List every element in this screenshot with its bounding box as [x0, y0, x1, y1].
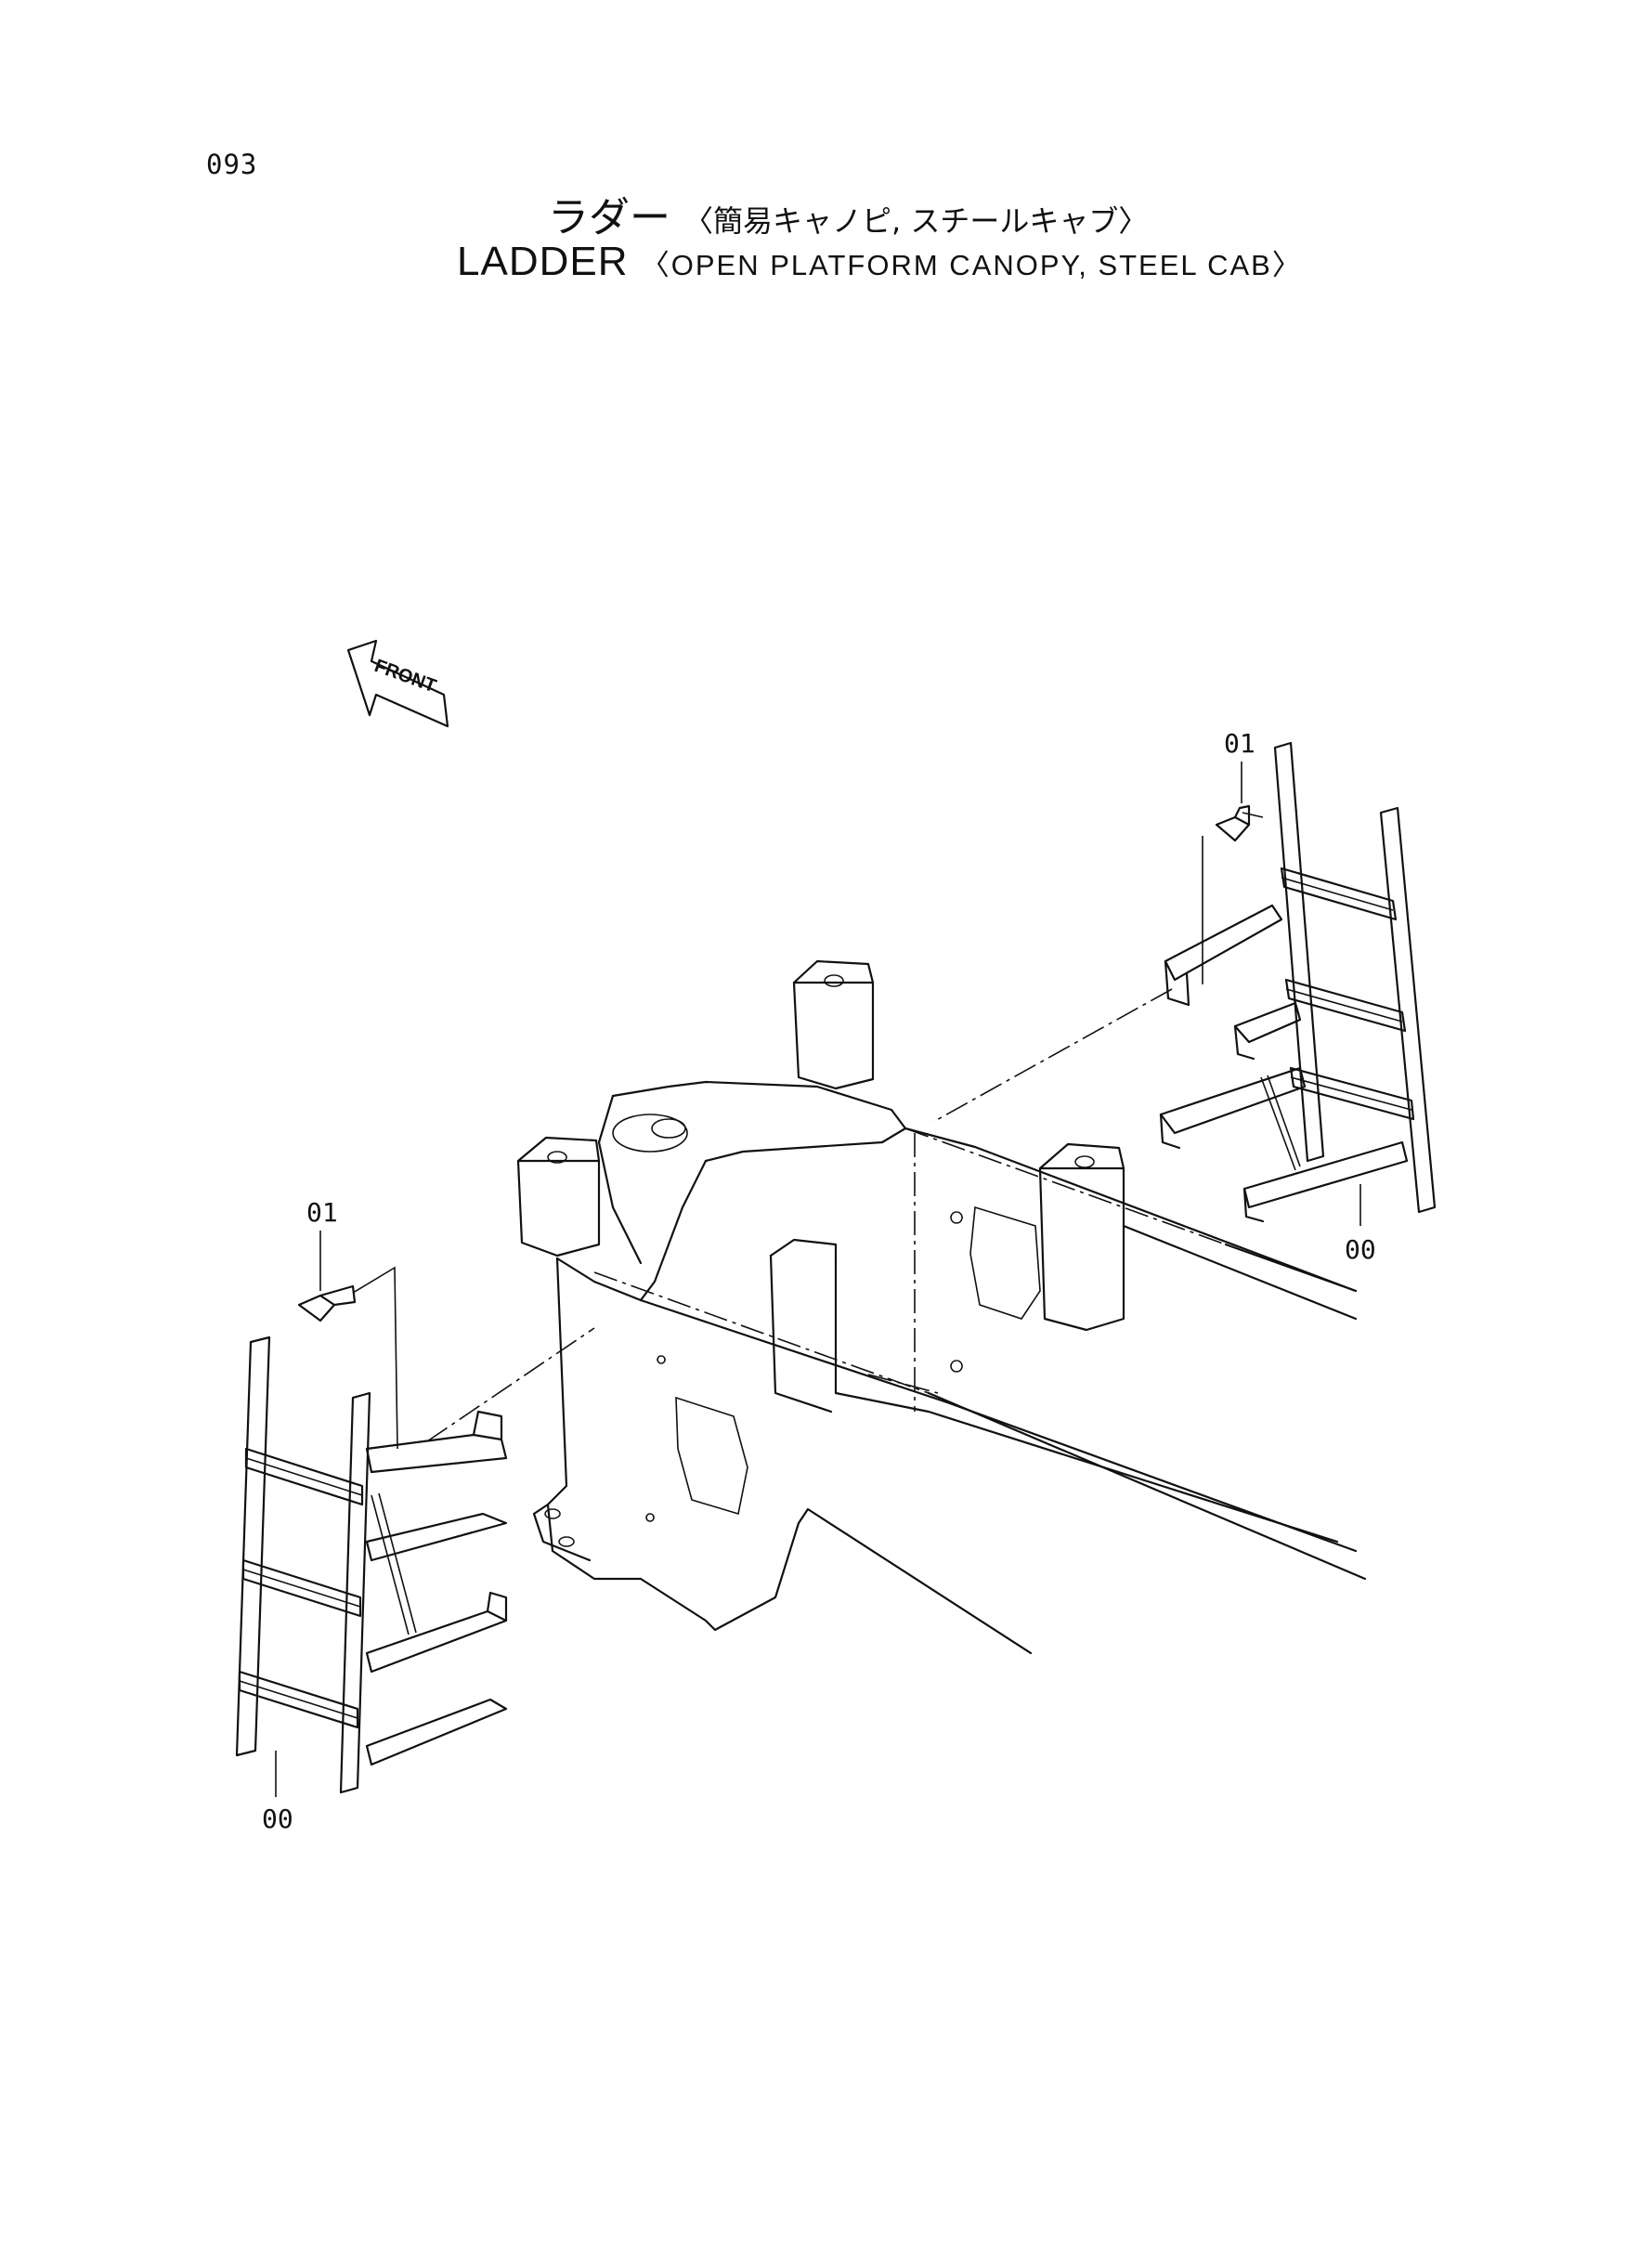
title-english: LADDER 〈OPEN PLATFORM CANOPY, STEEL CAB〉 [457, 239, 1303, 285]
right-centerline [932, 988, 1173, 1123]
title-japanese-main: ラダー [548, 194, 670, 241]
callout-ladder-left: 00 [262, 1804, 293, 1834]
bolt-right [1202, 804, 1264, 984]
title-english-sub: 〈OPEN PLATFORM CANOPY, STEEL CAB〉 [640, 249, 1303, 281]
main-frame [516, 959, 1367, 1655]
ladder-left [235, 1335, 508, 1794]
left-centerline [426, 1327, 595, 1442]
front-label: FRONT [371, 656, 438, 697]
front-arrow-icon: FRONT [346, 639, 449, 728]
callout-bolt-right: 01 [1224, 728, 1255, 759]
page-number: 093 [206, 149, 258, 180]
title-japanese: ラダー 〈簡易キャノピ, スチールキャブ〉 [548, 184, 1148, 243]
ladder-right [1159, 741, 1437, 1223]
callout-bolt-left: 01 [306, 1197, 338, 1228]
callout-ladder-right: 00 [1345, 1234, 1376, 1265]
title-japanese-sub: 〈簡易キャノピ, スチールキャブ〉 [683, 203, 1149, 239]
title-english-main: LADDER [457, 239, 629, 284]
bolt-left [297, 1266, 398, 1450]
